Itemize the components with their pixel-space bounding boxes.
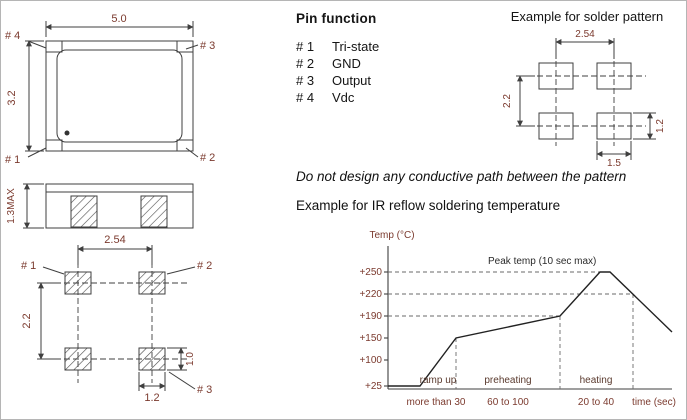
y-tick-250: +250: [359, 267, 382, 278]
pin1-index-dot: [64, 130, 70, 136]
pin-row: # 4 Vdc: [296, 89, 476, 106]
zone-preheating: preheating: [484, 375, 531, 386]
chart-reference-lines: [388, 271, 634, 389]
y-tick-150: +150: [359, 333, 382, 344]
side-pad: [140, 195, 168, 228]
chart-x-axis-label: time (sec): [632, 397, 676, 408]
zone-heating: heating: [580, 375, 613, 386]
corner-pad: [176, 40, 194, 53]
bottom-pad-1: [64, 271, 92, 295]
top-view-pin3-label: # 3: [200, 40, 215, 52]
solder-pad-height-dim: 1.2: [655, 119, 666, 133]
package-side-view: [23, 183, 194, 229]
solder-pad: [538, 62, 574, 90]
bottom-view-pin1-label: # 1: [21, 260, 36, 272]
solder-pad: [538, 112, 574, 140]
package-outline: [45, 40, 194, 152]
bottom-view-pad-width-dim: 1.2: [144, 392, 159, 404]
bottom-view-pin2-label: # 2: [197, 260, 212, 272]
zone-ramp-up: ramp up: [420, 375, 457, 386]
side-view-height-dim: 1.3MAX: [6, 188, 17, 224]
solder-pad: [596, 62, 632, 90]
solder-pad-width-dim: 1.5: [607, 158, 621, 168]
top-view-pin2-label: # 2: [200, 152, 215, 164]
package-top-view: [25, 21, 199, 158]
chart-y-axis-label: Temp (°C): [369, 230, 414, 241]
pin-row: # 2 GND: [296, 55, 476, 72]
pin-name: GND: [332, 56, 361, 71]
package-lid: [56, 49, 183, 143]
y-tick-25: +25: [365, 381, 382, 392]
side-pad: [70, 195, 98, 228]
corner-pad: [176, 139, 194, 152]
y-tick-100: +100: [359, 355, 382, 366]
pin-row: # 3 Output: [296, 72, 476, 89]
bottom-pad-4: [64, 347, 92, 371]
pin-function-table: Pin function # 1 Tri-state # 2 GND # 3 O…: [296, 11, 476, 106]
reflow-chart-title: Example for IR reflow soldering temperat…: [296, 198, 561, 213]
x-label-preheat-duration: 60 to 100: [487, 397, 529, 408]
reflow-temperature-chart: Temp (°C) +250 +220 +190 +150 +100 +25 P…: [359, 230, 676, 408]
bottom-view-pitch-y-dim: 2.2: [21, 313, 33, 328]
y-tick-190: +190: [359, 311, 382, 322]
x-label-heating-duration: 20 to 40: [578, 397, 615, 408]
pin-row: # 1 Tri-state: [296, 38, 476, 55]
conductive-path-note: Do not design any conductive path betwee…: [296, 169, 627, 184]
top-view-height-dim: 3.2: [6, 90, 18, 105]
solder-pattern-drawing: 2.54 2.2 1.2 1.5: [502, 29, 666, 168]
pin-function-title: Pin function: [296, 11, 377, 26]
pin-name: Output: [332, 73, 372, 88]
bottom-view-pitch-x-dim: 2.54: [104, 234, 125, 246]
package-bottom-view: [37, 245, 196, 391]
top-view-width-dim: 5.0: [111, 13, 126, 25]
bottom-view-pad-height-dim: 1.0: [185, 352, 196, 366]
temperature-profile-line: [388, 271, 673, 387]
pin-number: # 2: [296, 56, 315, 71]
side-outline: [45, 183, 194, 229]
pin-number: # 1: [296, 39, 315, 54]
solder-pad: [596, 112, 632, 140]
package-drawings: 5.0 3.2 # 4 # 3 # 1 # 2 1.3MAX: [5, 13, 215, 404]
corner-pad: [45, 40, 63, 53]
top-view-pin4-label: # 4: [5, 30, 20, 42]
pin-number: # 3: [296, 73, 315, 88]
chart-axes: [384, 246, 672, 390]
centerlines: [528, 52, 646, 146]
bottom-pad-2: [138, 271, 166, 295]
peak-temp-annotation: Peak temp (10 sec max): [488, 256, 596, 267]
y-tick-220: +220: [359, 289, 382, 300]
pin-number: # 4: [296, 90, 315, 105]
solder-pattern-title: Example for solder pattern: [510, 9, 664, 24]
solder-pitch-y-dim: 2.2: [502, 94, 513, 108]
top-view-pin1-label: # 1: [5, 154, 20, 166]
bottom-view-pin3-label: # 3: [197, 384, 212, 396]
bottom-pad-3: [138, 347, 166, 371]
corner-pad: [45, 139, 63, 152]
solder-pattern-example: Example for solder pattern: [488, 9, 686, 168]
solder-pitch-x-dim: 2.54: [575, 29, 595, 40]
pin-name: Vdc: [332, 90, 355, 105]
x-label-ramp-duration: more than 30: [407, 397, 466, 408]
pin-name: Tri-state: [332, 39, 380, 54]
